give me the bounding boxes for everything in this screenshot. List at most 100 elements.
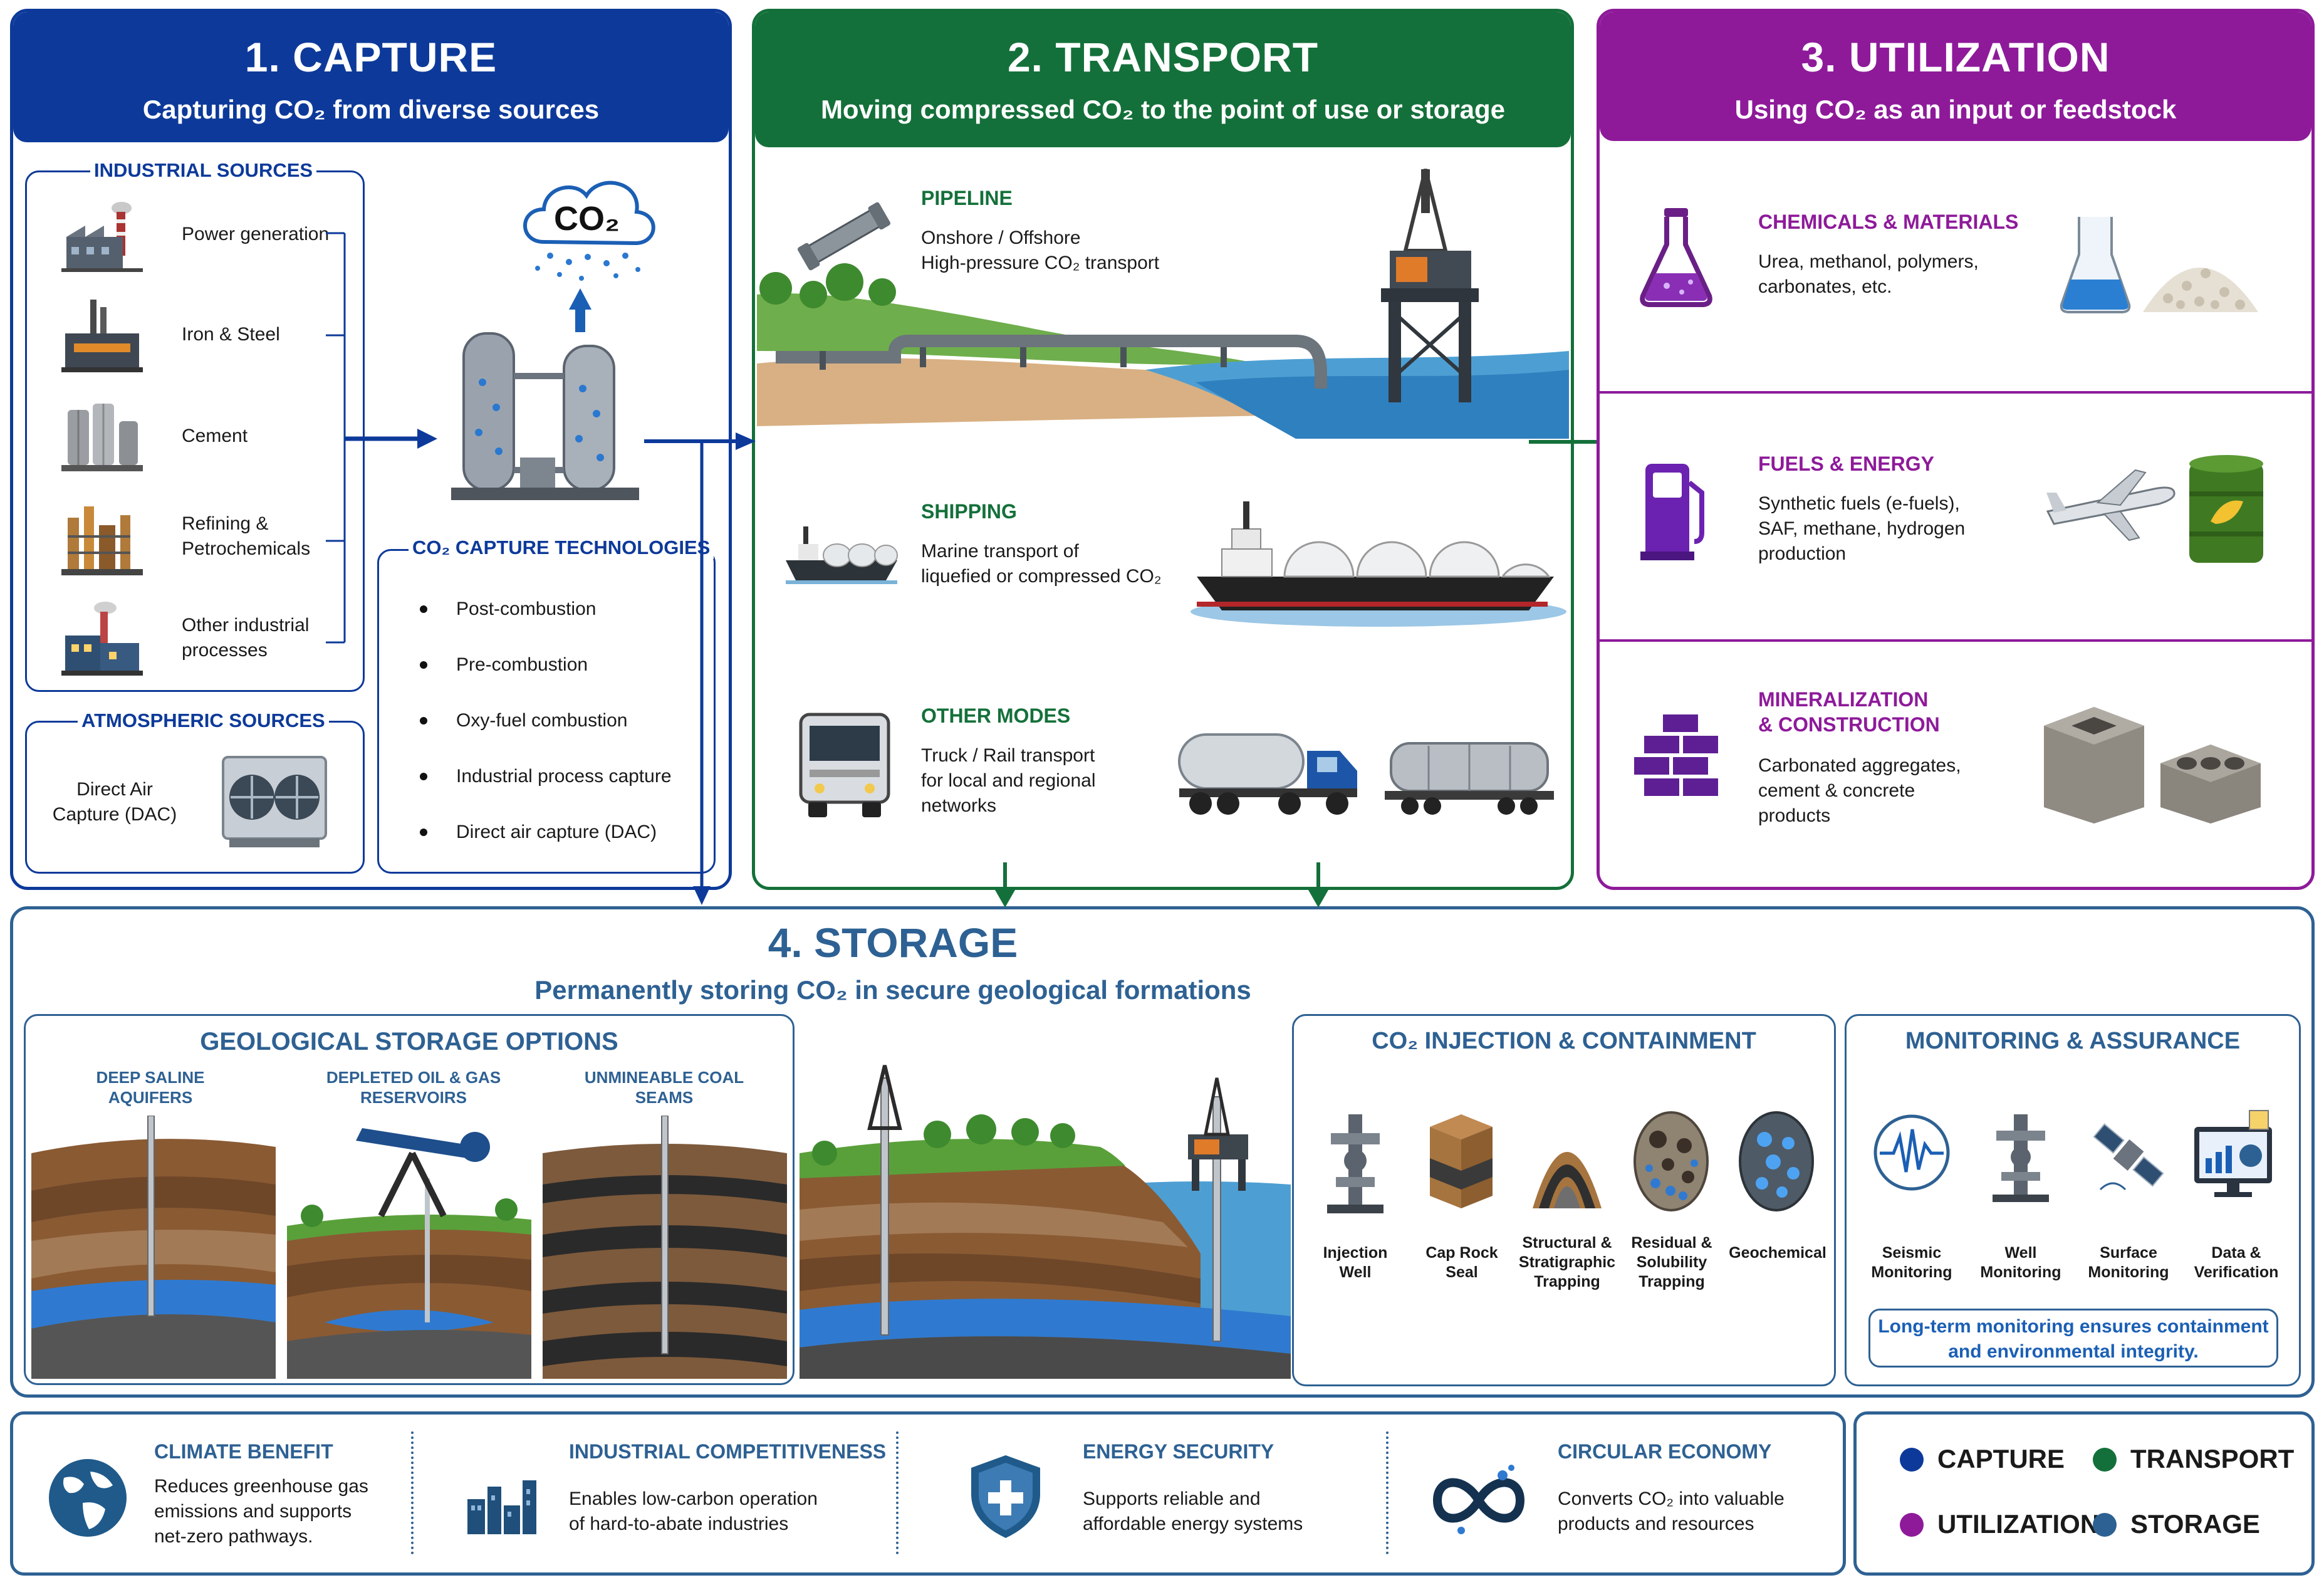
benefit-desc-industrial-1: Enables low-carbon operation: [569, 1488, 818, 1509]
pipeline-scene: [757, 169, 1569, 439]
well-monitoring-icon: [1993, 1114, 2049, 1202]
legend-label-utilization: UTILIZATION: [1937, 1509, 2100, 1539]
capture-unit-icon: [451, 288, 639, 500]
mode-desc-shipping-2: liquefied or compressed CO₂: [921, 566, 1162, 587]
rail-tank-car-image: [1385, 742, 1554, 815]
steel-mill-icon: [61, 300, 143, 372]
util-desc-mineralization-3: products: [1758, 805, 1831, 826]
tech-item: Oxy-fuel combustion: [456, 710, 628, 731]
capture-technologies-box: [377, 549, 716, 874]
mode-title-shipping: SHIPPING: [921, 500, 1017, 523]
tech-bullet: [420, 717, 427, 724]
benefit-title-industrial: INDUSTRIAL COMPETITIVENESS: [569, 1440, 887, 1463]
source-label-steel: Iron & Steel: [182, 324, 280, 345]
residual-label-line: Solubility: [1636, 1253, 1707, 1271]
injection-label-line: Injection: [1323, 1244, 1388, 1262]
geological-options-title: GEOLOGICAL STORAGE OPTIONS: [200, 1028, 618, 1055]
monitoring-box: [1845, 1014, 2301, 1386]
capture-to-transport-arrow: [644, 432, 756, 905]
benefit-desc-industrial-2: of hard-to-abate industries: [569, 1514, 789, 1534]
benefit-desc-energy-1: Supports reliable and: [1083, 1488, 1261, 1509]
monitoring-note: Long-term monitoring ensures containment…: [1868, 1309, 2278, 1368]
lng-ship-image: [1191, 501, 1566, 627]
satellite-icon: [2093, 1123, 2164, 1191]
depleted-reservoir-image: [287, 1128, 531, 1379]
residual-trapping-icon: [1634, 1111, 1709, 1211]
benefit-divider: [896, 1431, 899, 1554]
sources-bracket: [326, 232, 437, 644]
structural-label-line: Trapping: [1534, 1273, 1600, 1290]
legend-panel: [1853, 1411, 2315, 1576]
infinity-loop-icon: [1432, 1465, 1525, 1534]
well-monitoring-label-line: Monitoring: [1980, 1263, 2061, 1281]
utilization-divider: [1600, 391, 2311, 394]
tanker-truck-image: [1178, 733, 1357, 815]
geochemical-label-line: Geochemical: [1729, 1244, 1826, 1262]
atmospheric-sources-title: ATMOSPHERIC SOURCES: [78, 709, 329, 732]
pipe-icon: [798, 202, 890, 271]
legend-label-capture: CAPTURE: [1937, 1444, 2065, 1473]
transport-to-storage-arrow: [995, 862, 1015, 908]
industry-icon: [467, 1480, 536, 1534]
seismic-label-line: Seismic: [1882, 1244, 1942, 1262]
util-desc-fuels-2: SAF, methane, hydrogen: [1758, 518, 1966, 539]
mode-desc-other-3: networks: [921, 795, 997, 816]
co2-cloud-icon: [523, 180, 655, 281]
legend-dot-capture: [1900, 1448, 1924, 1472]
benefit-desc-circular-2: products and resources: [1558, 1514, 1754, 1534]
data-verification-label-line: Verification: [2194, 1263, 2279, 1281]
injection-well-icon: [1327, 1114, 1383, 1213]
ship-small-icon: [786, 526, 898, 584]
fuel-barrel-image: [2189, 455, 2263, 563]
geo-option-label-2a: DEPLETED OIL & GAS: [326, 1068, 501, 1087]
coal-seam-image: [543, 1116, 787, 1379]
bricks-icon: [1632, 712, 1721, 798]
mode-desc-pipeline-2: High-pressure CO₂ transport: [921, 253, 1160, 273]
transport-title: 2. TRANSPORT: [1007, 34, 1319, 80]
injection-containment-title: CO₂ INJECTION & CONTAINMENT: [1372, 1028, 1756, 1054]
util-desc-chemicals-1: Urea, methanol, polymers,: [1758, 251, 1979, 272]
storage-cross-section-image: [800, 1065, 1291, 1379]
globe-icon: [49, 1459, 127, 1537]
benefit-desc-climate-1: Reduces greenhouse gas: [154, 1476, 368, 1497]
refinery-icon: [61, 506, 143, 575]
storage-subtitle: Permanently storing CO₂ in secure geolog…: [534, 975, 1251, 1005]
util-title-fuels: FUELS & ENERGY: [1758, 452, 1934, 475]
residual-label-line: Residual &: [1631, 1234, 1712, 1252]
util-desc-fuels-3: production: [1758, 543, 1847, 564]
benefit-divider: [1386, 1431, 1389, 1554]
geo-option-label-1a: DEEP SALINE: [96, 1068, 205, 1087]
source-label-power: Power generation: [182, 224, 330, 244]
util-title-chemicals: CHEMICALS & MATERIALS: [1758, 211, 2019, 233]
mode-desc-other-2: for local and regional: [921, 770, 1096, 791]
dac-label: Direct Air Capture (DAC): [52, 779, 177, 825]
structural-label-line: Stratigraphic: [1518, 1253, 1616, 1271]
monitoring-title: MONITORING & ASSURANCE: [1905, 1028, 2241, 1054]
util-desc-mineralization-2: cement & concrete: [1758, 780, 1915, 801]
seismic-label-line: Monitoring: [1871, 1263, 1952, 1281]
tech-item: Pre-combustion: [456, 654, 588, 675]
transport-to-storage-arrow: [1308, 862, 1328, 908]
benefit-title-energy: ENERGY SECURITY: [1083, 1440, 1274, 1463]
utilization-divider: [1600, 639, 2311, 642]
beaker-pellets-image: [2060, 217, 2258, 313]
geo-option-label-3a: UNMINEABLE COAL: [584, 1068, 744, 1087]
geochemical-trapping-icon: [1739, 1111, 1814, 1211]
concrete-blocks-image: [2044, 707, 2261, 824]
co2-cloud-label: CO₂: [554, 200, 620, 238]
legend-dot-utilization: [1900, 1513, 1924, 1537]
airplane-image: [2046, 469, 2175, 541]
util-title-mineralization-2: & CONSTRUCTION: [1758, 713, 1940, 736]
monitoring-note-line: and environmental integrity.: [1948, 1341, 2199, 1362]
benefit-desc-climate-2: emissions and supports: [154, 1501, 352, 1522]
util-desc-fuels-1: Synthetic fuels (e-fuels),: [1758, 493, 1960, 514]
capture-title: 1. CAPTURE: [244, 34, 498, 80]
geo-option-label-1b: AQUIFERS: [108, 1088, 193, 1107]
mode-desc-shipping-1: Marine transport of: [921, 541, 1079, 562]
shield-icon: [971, 1455, 1040, 1538]
benefit-desc-energy-2: affordable energy systems: [1083, 1514, 1303, 1534]
